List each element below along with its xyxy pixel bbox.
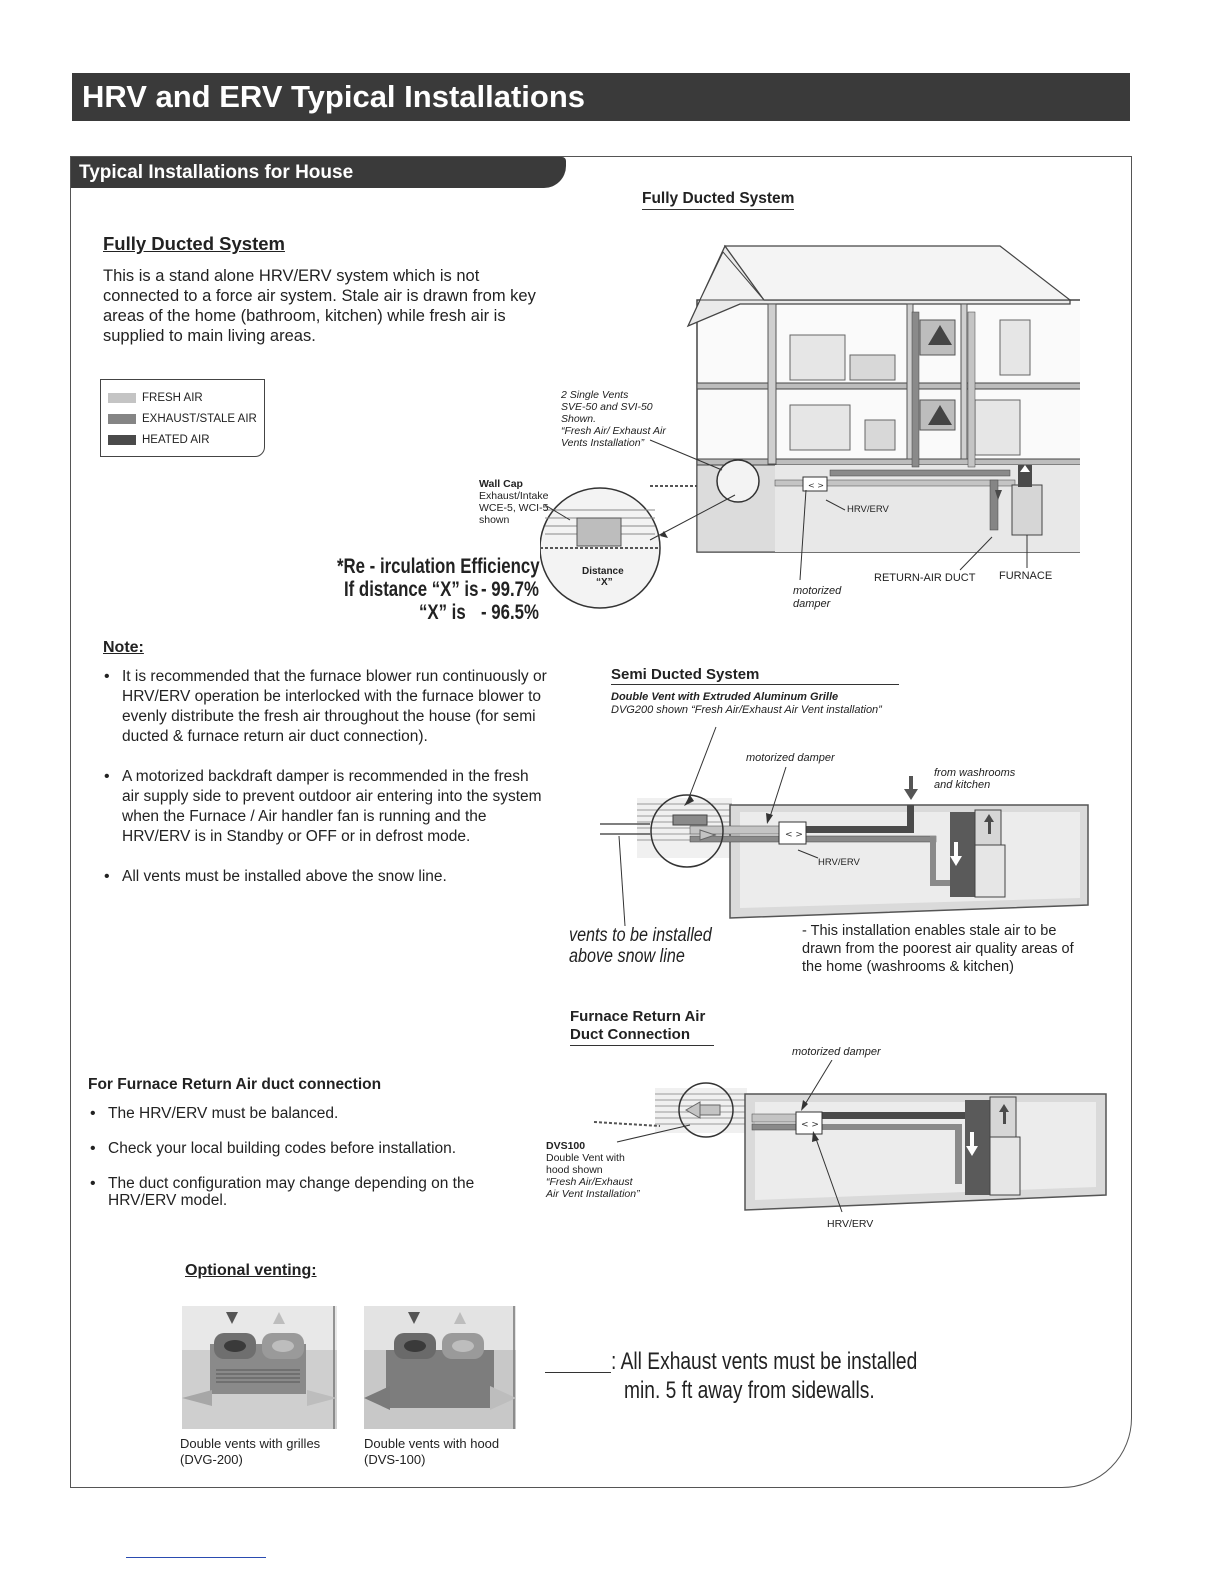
return-air-heading: For Furnace Return Air duct connection [88, 1076, 382, 1093]
dvg200-caption: Double vents with grilles (DVG-200) [180, 1436, 321, 1467]
from-washrooms-label: from washrooms and kitchen [934, 767, 1016, 791]
legend-item: HEATED AIR [108, 429, 264, 450]
air-legend: FRESH AIR EXHAUST/STALE AIR HEATED AIR [100, 379, 265, 457]
furnace-label: FURNACE [999, 570, 1053, 582]
dvg200-vent-image [182, 1306, 337, 1429]
fully-ducted-text: This is a stand alone HRV/ERV system whi… [103, 267, 536, 345]
section-title: Typical Installations for House [79, 162, 354, 183]
exhaust-note-line1: : All Exhaust vents must be installed [611, 1348, 918, 1375]
heated-air-swatch [108, 434, 136, 445]
page-title: HRV and ERV Typical Installations [82, 79, 586, 114]
return-air-item: The HRV/ERV must be balanced. [86, 1105, 511, 1122]
exhaust-note-line [545, 1372, 611, 1373]
hrv-erv-label: HRV/ERV [847, 504, 889, 515]
return-air-duct-label: RETURN-AIR DUCT [874, 572, 976, 584]
note-item: A motorized backdraft damper is recommen… [100, 767, 550, 847]
note-item: It is recommended that the furnace blowe… [100, 667, 550, 747]
dvs100-caption: Double vents with hood (DVS-100) [364, 1436, 500, 1467]
return-air-item: Check your local building codes before i… [86, 1140, 511, 1157]
note-item: All vents must be installed above the sn… [100, 867, 550, 887]
semi-ducted-subtitle: DVG200 shown “Fresh Air/Exhaust Air Vent… [611, 704, 882, 716]
distance-label: Distance [582, 566, 624, 577]
fully-ducted-house-diagram: < > [540, 244, 1080, 609]
optional-venting-heading: Optional venting: [185, 1262, 317, 1279]
notes-list: It is recommended that the furnace blowe… [100, 667, 550, 905]
page-title-bar: HRV and ERV Typical Installations [72, 73, 1130, 121]
exhaust-air-swatch [108, 413, 136, 424]
fresh-air-swatch [108, 392, 136, 403]
footer-link-line [126, 1557, 266, 1558]
recirc-line3-value: - 96.5% [481, 601, 539, 624]
distance-x-label: “X” [596, 577, 613, 588]
motorized-damper-label: motorized damper [793, 585, 842, 610]
return-air-diagram-title: Furnace Return Air Duct Connection [570, 1008, 714, 1046]
fully-ducted-diagram-title: Fully Ducted System [642, 190, 795, 210]
svg-text:< >: < > [785, 830, 803, 840]
return-air-list: The HRV/ERV must be balanced. Check your… [86, 1105, 511, 1227]
recirc-line2-value: - 99.7% [481, 578, 539, 601]
recirc-title: *Re - irculation Efficiency [337, 555, 540, 578]
semi-ducted-title: Semi Ducted System [611, 666, 899, 685]
semi-hrv-erv-label: HRV/ERV [818, 857, 860, 868]
section-tab: Typical Installations for House [71, 157, 566, 188]
semi-ducted-subtitle-bold: Double Vent with Extruded Aluminum Grill… [611, 691, 839, 703]
single-vents-label: 2 Single Vents SVE-50 and SVI-50 Shown. … [561, 389, 666, 449]
snow-line-note: vents to be installed above snow line [569, 925, 712, 967]
semi-ducted-diagram: < > [600, 726, 1089, 927]
section-frame [70, 156, 1132, 1488]
exhaust-note-line2: min. 5 ft away from sidewalls. [624, 1377, 875, 1404]
fully-ducted-heading: Fully Ducted System [103, 233, 285, 254]
svg-text:< >: < > [808, 481, 824, 490]
dvs100-vent-image [364, 1306, 516, 1429]
semi-motorized-damper-label: motorized damper [746, 752, 835, 764]
dvs100-label: DVS100 Double Vent with hood shown “Fres… [546, 1140, 640, 1200]
legend-item: EXHAUST/STALE AIR [108, 408, 264, 429]
recirc-line3-label: “X” is [419, 601, 466, 624]
wall-cap-label: Wall Cap Exhaust/Intake WCE-5, WCI-5 sho… [479, 478, 549, 526]
note-heading: Note: [103, 639, 144, 656]
return-air-diagram: < > [593, 1060, 1107, 1213]
return-motorized-damper-label: motorized damper [792, 1046, 881, 1058]
legend-item: FRESH AIR [108, 387, 264, 408]
recirc-line2-label: If distance “X” is [344, 578, 479, 601]
semi-ducted-description: - This installation enables stale air to… [802, 923, 1074, 975]
return-air-item: The duct configuration may change depend… [86, 1175, 511, 1209]
svg-text:< >: < > [801, 1120, 819, 1130]
return-hrv-erv-label: HRV/ERV [827, 1218, 874, 1230]
